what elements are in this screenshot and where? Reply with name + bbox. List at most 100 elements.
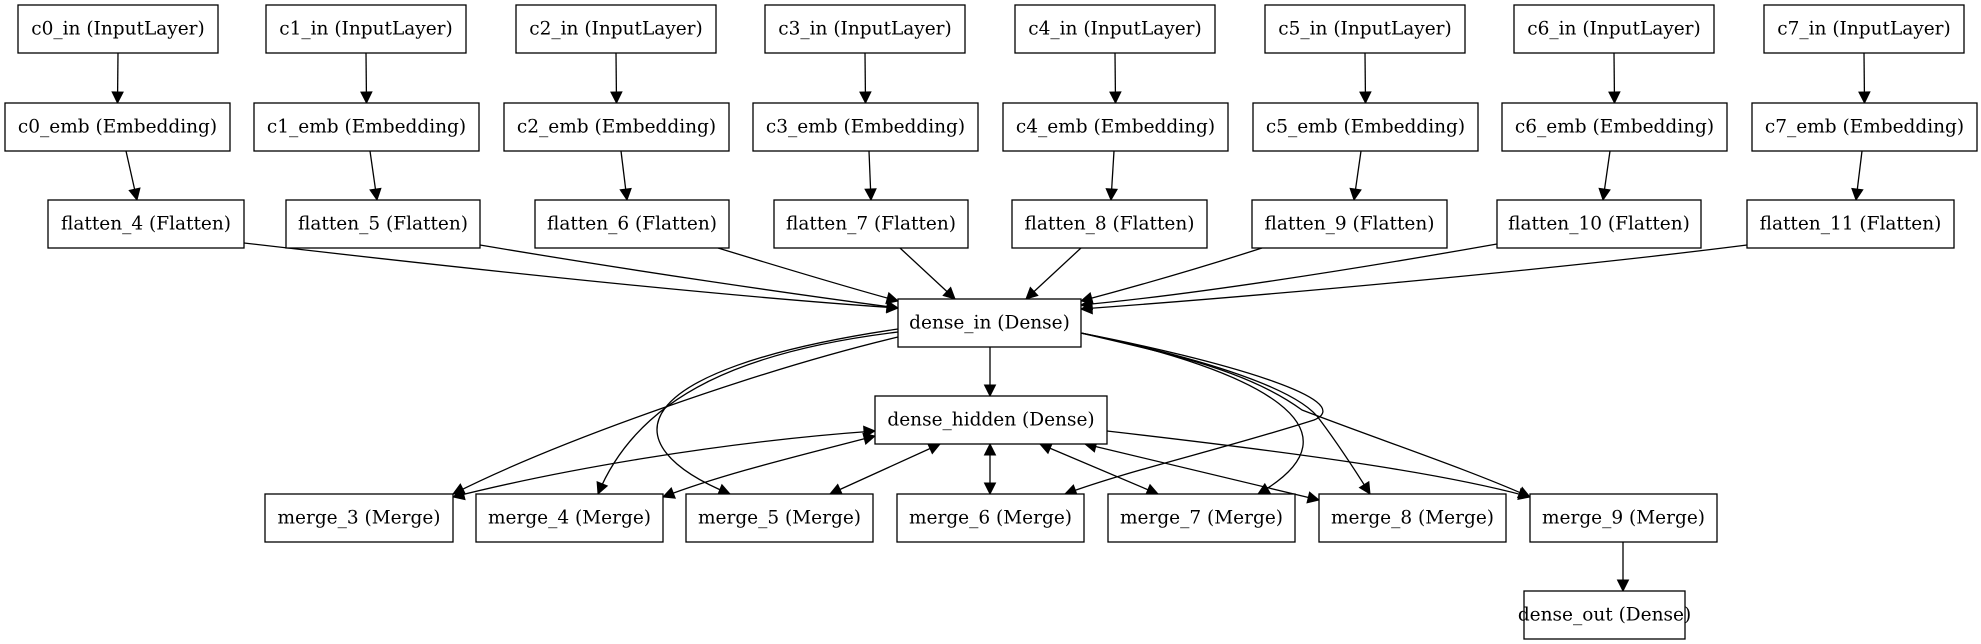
node-box: [1014, 4, 1216, 54]
arrowhead-icon: [983, 442, 997, 456]
node-box: [17, 4, 219, 54]
node-c0-emb: c0_emb (Embedding): [4, 102, 231, 152]
node-c6-in: c6_in (InputLayer): [1513, 4, 1715, 54]
edge-flatten_11-to-dense_in: [1079, 244, 1748, 315]
node-label: c0_emb (Embedding): [18, 117, 217, 138]
edge-dense_hidden-to-merge_7: [1038, 442, 1160, 496]
node-label: c2_emb (Embedding): [517, 117, 716, 138]
node-label: merge_5 (Merge): [698, 508, 861, 529]
node-label: c3_in (InputLayer): [778, 19, 952, 40]
node-flatten-11: flatten_11 (Flatten): [1746, 199, 1955, 249]
node-box: [896, 493, 1085, 543]
node-c4-in: c4_in (InputLayer): [1014, 4, 1216, 54]
arrowhead-icon: [661, 486, 677, 499]
node-label: c1_in (InputLayer): [279, 19, 453, 40]
node-box: [285, 199, 481, 249]
node-c2-in: c2_in (InputLayer): [515, 4, 717, 54]
node-label: flatten_7 (Flatten): [786, 214, 956, 235]
edge-line: [452, 430, 876, 498]
node-c5-emb: c5_emb (Embedding): [1252, 102, 1479, 152]
edge-line: [1080, 332, 1371, 495]
edge-line: [717, 247, 899, 302]
node-label: c1_emb (Embedding): [267, 117, 466, 138]
node-flatten-8: flatten_8 (Flatten): [1011, 199, 1208, 249]
edge-c0_emb-to-flatten_4: [125, 150, 141, 202]
node-box: [1002, 102, 1229, 152]
node-box: [1751, 102, 1978, 152]
node-label: c4_in (InputLayer): [1028, 19, 1202, 40]
edge-c7_in-to-c7_emb: [1858, 52, 1871, 105]
edge-line: [656, 328, 899, 495]
edge-line: [479, 244, 899, 309]
node-box: [874, 395, 1108, 445]
edge-line: [452, 336, 899, 495]
node-c2-emb: c2_emb (Embedding): [503, 102, 730, 152]
edge-dense_hidden-to-merge_3: [451, 425, 877, 501]
arrowhead-icon: [864, 188, 877, 202]
edge-c3_emb-to-flatten_7: [864, 150, 877, 202]
edge-c4_in-to-c4_emb: [1109, 52, 1122, 105]
edge-line: [1064, 332, 1324, 495]
arrowhead-icon: [619, 187, 632, 202]
edge-flatten_8-to-dense_in: [1025, 247, 1082, 300]
node-c3-emb: c3_emb (Embedding): [752, 102, 979, 152]
node-label: dense_in (Dense): [909, 313, 1070, 334]
node-box: [685, 493, 874, 543]
node-merge-3: merge_3 (Merge): [264, 493, 454, 543]
edge-dense_in-to-merge_3: [452, 336, 899, 495]
edge-c1_in-to-c1_emb: [360, 52, 373, 105]
arrowhead-icon: [1359, 91, 1372, 105]
edge-c0_in-to-c0_emb: [111, 52, 124, 105]
node-label: flatten_9 (Flatten): [1265, 214, 1435, 235]
arrowhead-icon: [828, 483, 844, 495]
node-flatten-6: flatten_6 (Flatten): [534, 199, 730, 249]
node-label: dense_hidden (Dense): [887, 410, 1094, 431]
node-flatten-7: flatten_7 (Flatten): [773, 199, 969, 249]
node-c6-emb: c6_emb (Embedding): [1501, 102, 1728, 152]
arrowhead-icon: [1109, 91, 1122, 105]
node-box: [1252, 102, 1479, 152]
edge-line: [1080, 244, 1748, 310]
edge-c6_emb-to-flatten_10: [1598, 150, 1611, 202]
node-merge-4: merge_4 (Merge): [475, 493, 664, 543]
edge-line: [1039, 443, 1159, 495]
node-c5-in: c5_in (InputLayer): [1264, 4, 1466, 54]
edge-line: [1080, 243, 1498, 306]
arrowhead-icon: [1358, 480, 1371, 495]
arrowhead-icon: [128, 187, 141, 202]
node-merge-9: merge_9 (Merge): [1529, 493, 1718, 543]
arrowhead-icon: [1858, 91, 1871, 105]
node-label: c3_emb (Embedding): [766, 117, 965, 138]
node-label: dense_out (Dense): [1518, 605, 1691, 626]
node-box: [475, 493, 664, 543]
edge-merge_9-to-dense_out: [1616, 542, 1630, 593]
edge-dense_in-to-dense_hidden: [983, 347, 997, 398]
edge-dense_in-to-merge_4: [596, 331, 899, 496]
arrowhead-icon: [862, 432, 877, 445]
node-box: [764, 4, 966, 54]
node-box: [534, 199, 730, 249]
node-merge-6: merge_6 (Merge): [896, 493, 1085, 543]
node-label: c6_in (InputLayer): [1527, 19, 1701, 40]
edge-line: [243, 242, 899, 309]
node-box: [503, 102, 730, 152]
node-label: c7_emb (Embedding): [1765, 117, 1964, 138]
node-box: [1251, 199, 1448, 249]
edge-c2_emb-to-flatten_6: [619, 150, 632, 202]
node-box: [47, 199, 245, 249]
node-box: [1501, 102, 1728, 152]
edge-dense_hidden-to-merge_9: [1106, 430, 1532, 501]
edge-line: [1080, 332, 1531, 498]
node-dense-hidden: dense_hidden (Dense): [874, 395, 1108, 445]
node-label: c2_in (InputLayer): [529, 19, 703, 40]
edge-c4_emb-to-flatten_8: [1105, 150, 1119, 202]
edge-line: [1025, 247, 1082, 300]
node-label: c5_emb (Embedding): [1266, 117, 1465, 138]
node-label: flatten_5 (Flatten): [298, 214, 468, 235]
node-box: [1264, 4, 1466, 54]
arrowhead-icon: [596, 480, 609, 496]
node-merge-8: merge_8 (Merge): [1318, 493, 1507, 543]
node-merge-7: merge_7 (Merge): [1107, 493, 1296, 543]
edge-line: [597, 331, 899, 495]
